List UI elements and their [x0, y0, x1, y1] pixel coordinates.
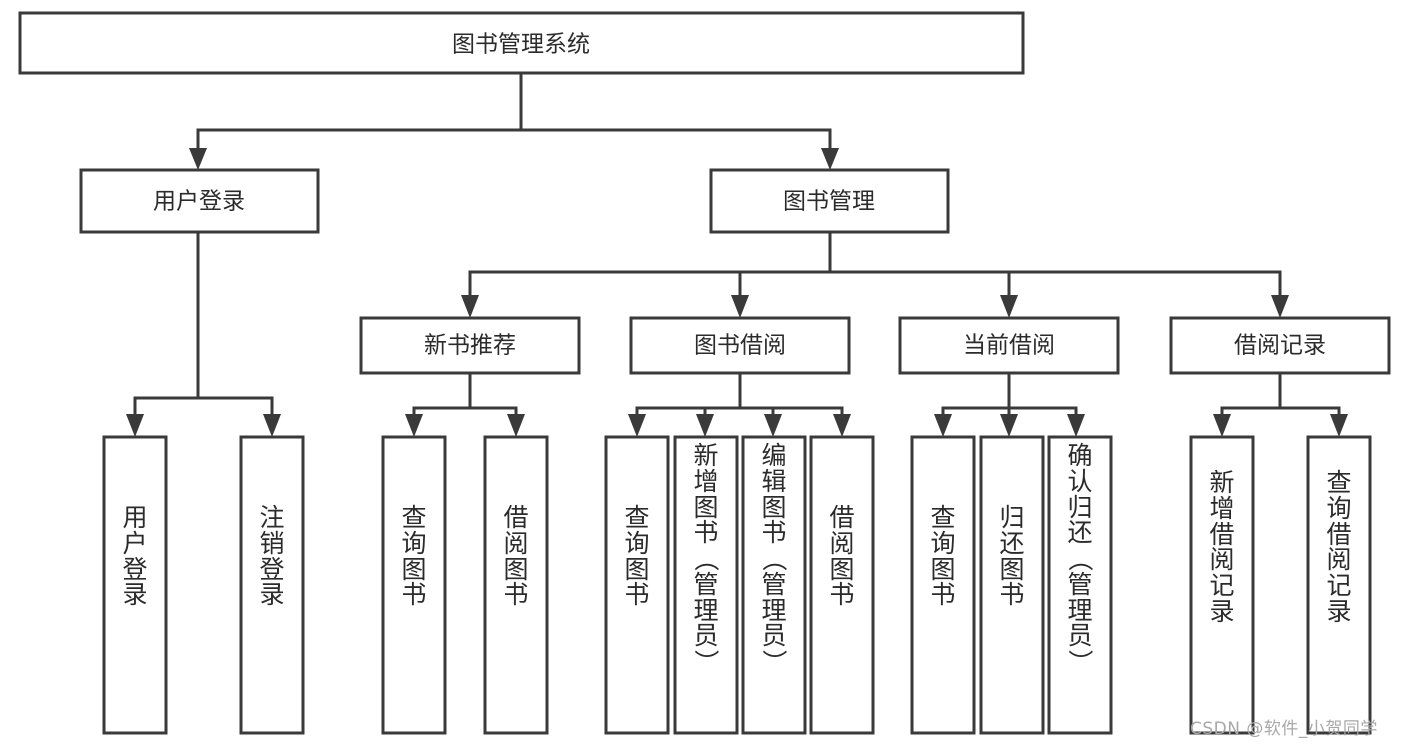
- csdn-watermark: CSDN @软件_小贺同学: [1190, 719, 1378, 739]
- node-book-borrow[interactable]: 图书借阅: [629, 316, 851, 375]
- node-book-management-label: 图书管理: [783, 189, 875, 215]
- leaf-box-borrow-book-bb[interactable]: [809, 435, 875, 735]
- connector-newbook-to-leaves: [405, 373, 525, 437]
- leaf-box-add-borrow-record[interactable]: [1189, 435, 1255, 735]
- leaf-box-borrow-book-nb[interactable]: [483, 435, 549, 735]
- leaf-box-query-book-bb[interactable]: [604, 435, 670, 735]
- connector-borrowrecord-to-leaves: [1213, 373, 1348, 437]
- node-borrow-record-label: 借阅记录: [1234, 333, 1326, 359]
- connector-bookmgmt-to-level3: [461, 232, 1289, 318]
- leaf-box-return-book[interactable]: [979, 435, 1045, 735]
- node-current-borrow[interactable]: 当前借阅: [898, 316, 1120, 375]
- leaf-box-user-login[interactable]: [102, 435, 168, 735]
- leaf-box-query-borrow-record[interactable]: [1306, 435, 1372, 735]
- leaf-box-edit-book-admin[interactable]: [741, 435, 807, 735]
- leaf-box-logout[interactable]: [239, 435, 305, 735]
- connector-bookborrow-to-leaves: [628, 373, 851, 437]
- node-book-borrow-label: 图书借阅: [694, 333, 786, 359]
- node-user-login-label: 用户登录: [153, 189, 245, 215]
- node-new-book-recommend-label: 新书推荐: [424, 333, 516, 359]
- node-user-login[interactable]: 用户登录: [79, 168, 320, 234]
- node-book-management[interactable]: 图书管理: [709, 168, 950, 234]
- leaf-box-query-book-nb[interactable]: [381, 435, 447, 735]
- leaf-box-confirm-return-admin[interactable]: [1047, 435, 1113, 735]
- connector-currentborrow-to-leaves: [934, 373, 1085, 437]
- node-current-borrow-label: 当前借阅: [963, 333, 1055, 359]
- node-new-book-recommend[interactable]: 新书推荐: [359, 316, 581, 375]
- connector-userlogin-to-leaves: [126, 232, 281, 437]
- node-root-label: 图书管理系统: [452, 32, 590, 58]
- node-borrow-record[interactable]: 借阅记录: [1169, 316, 1391, 375]
- leaf-box-query-book-cb[interactable]: [910, 435, 976, 735]
- connector-root-to-level2: [189, 73, 839, 170]
- leaf-box-add-book-admin[interactable]: [673, 435, 739, 735]
- node-root[interactable]: 图书管理系统: [18, 11, 1025, 75]
